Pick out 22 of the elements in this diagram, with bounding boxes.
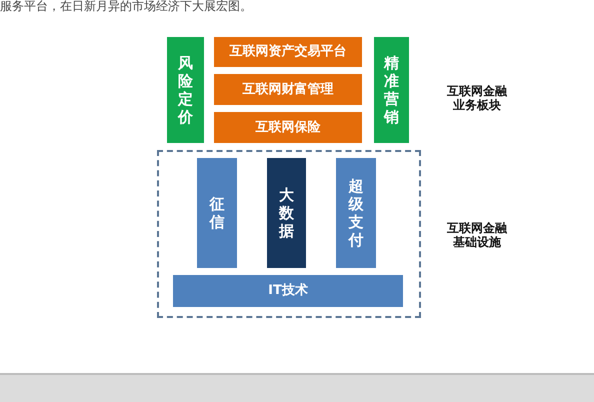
bar-label: 互联网保险 <box>256 120 320 136</box>
business-bar <box>214 74 362 105</box>
side-pillar <box>167 37 204 143</box>
infrastructure-column <box>197 158 237 268</box>
business-bar <box>214 37 362 67</box>
foundation-label: IT技术 <box>268 283 308 299</box>
business-bar <box>214 112 362 143</box>
section-label: 互联网金融基础设施 <box>446 221 508 249</box>
column-label: 征信 <box>210 195 224 231</box>
column-label: 超级支付 <box>348 177 364 249</box>
column-label: 大数据 <box>279 186 294 240</box>
bar-label: 互联网资产交易平台 <box>230 44 346 60</box>
cut-off-text: 服务平台，在日新月异的市场经济下大展宏图。 <box>0 0 253 13</box>
infrastructure-column <box>267 158 306 268</box>
infrastructure-column <box>336 158 376 268</box>
side-pillar <box>374 37 409 143</box>
pillar-label: 风险定价 <box>178 54 193 126</box>
dashed-frame <box>157 150 421 318</box>
pillar-label: 精准营销 <box>384 54 399 126</box>
foundation-bar <box>173 275 403 307</box>
section-label: 互联网金融业务板块 <box>446 84 508 112</box>
bar-label: 互联网财富管理 <box>242 82 334 98</box>
